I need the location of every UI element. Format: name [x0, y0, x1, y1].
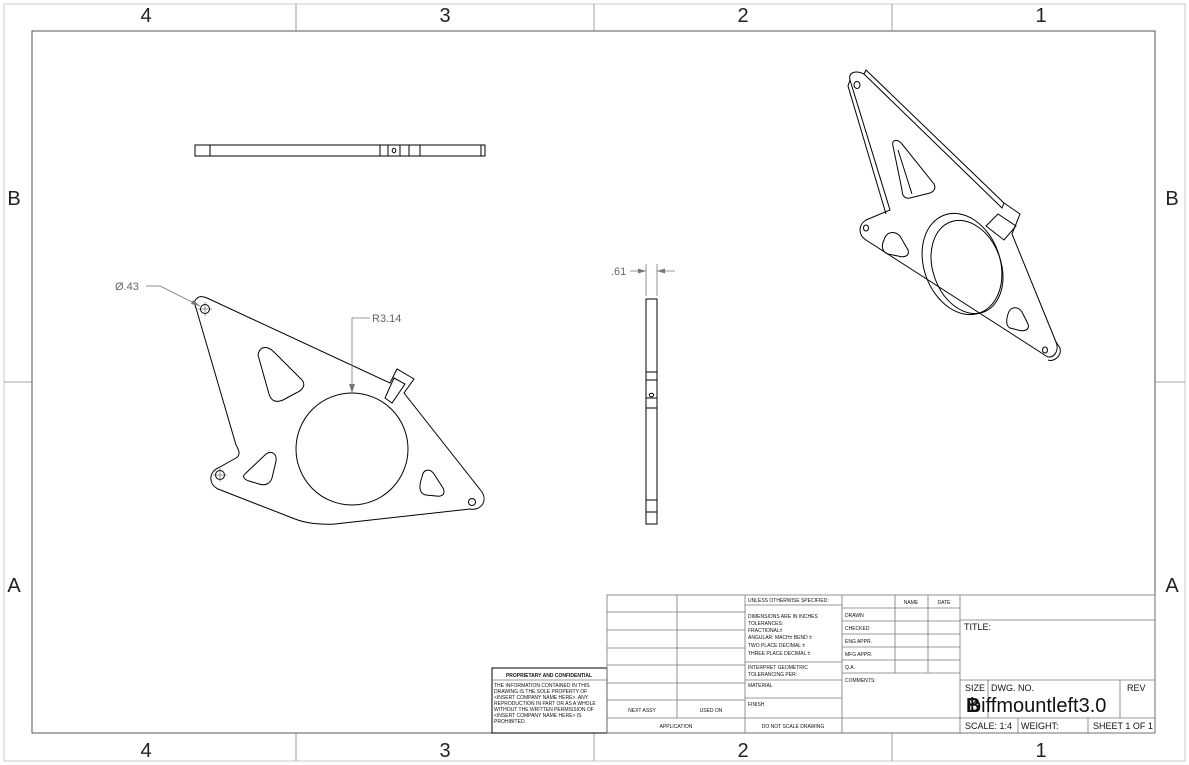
hole-top-left [198, 302, 212, 316]
interpret-label: TOLERANCING PER: [748, 672, 797, 678]
tolerance-line: TOLERANCES: [748, 621, 783, 627]
next-assy-label: NEXT ASSY [628, 708, 656, 714]
zone-label-bottom-1: 1 [1035, 740, 1046, 762]
proprietary-line: PROHIBITED. [494, 719, 526, 725]
pocket-lower-right [419, 469, 445, 497]
sheet-label: SHEET 1 OF 1 [1093, 721, 1153, 731]
proprietary-line: DRAWING IS THE SOLE PROPERTY OF [494, 689, 587, 695]
zone-label-top-4: 4 [140, 5, 151, 27]
outer-border [3, 3, 1186, 762]
used-on-label: USED ON [700, 708, 723, 714]
zone-label-top-3: 3 [439, 5, 450, 27]
proprietary-line: <INSERT COMPANY NAME HERE> IS [494, 713, 582, 719]
tolerance-line: DIMENSIONS ARE IN INCHES [748, 614, 818, 620]
zone-ticks [4, 4, 1185, 761]
hole-bottom-right [468, 498, 476, 506]
pocket-upper [257, 347, 305, 402]
title-label: TITLE: [964, 622, 991, 632]
zone-labels-bottom: 4 3 2 1 [140, 740, 1046, 762]
side-view: .61 [611, 264, 675, 525]
proprietary-line: REPRODUCTION IN PART OR AS A WHOLE [494, 701, 596, 707]
drawn-label: DRAWN [845, 613, 864, 619]
zone-label-top-2: 2 [737, 5, 748, 27]
proprietary-line: WITHOUT THE WRITTEN PERMISSION OF [494, 707, 594, 713]
finish-label: FINISH [748, 702, 765, 708]
zone-label-bottom-2: 2 [737, 740, 748, 762]
proprietary-line: THE INFORMATION CONTAINED IN THIS [494, 683, 590, 689]
proprietary-block: PROPRIETARY AND CONFIDENTIAL THE INFORMA… [491, 667, 608, 734]
zone-label-right-b: B [1165, 188, 1178, 210]
dwg-no-label: DWG. NO. [991, 683, 1034, 693]
isometric-view [847, 69, 1061, 361]
hole-diameter-dimension: Ø.43 [115, 281, 139, 293]
zone-label-left-a: A [7, 575, 21, 597]
title-block [606, 594, 1156, 734]
qa-label: Q.A. [845, 665, 855, 671]
date-header: DATE [938, 600, 952, 606]
proprietary-line: <INSERT COMPANY NAME HERE>. ANY [494, 695, 589, 701]
zone-labels-side: B A B A [7, 188, 1179, 597]
zone-label-bottom-4: 4 [140, 740, 151, 762]
main-bore [295, 392, 409, 506]
tolerance-line: FRACTIONAL± [748, 628, 783, 634]
proprietary-title: PROPRIETARY AND CONFIDENTIAL [506, 673, 592, 679]
scale-label: SCALE: 1:4 [965, 721, 1012, 731]
zone-labels-top: 4 3 2 1 [140, 5, 1046, 27]
bracket-outline [194, 296, 485, 525]
thickness-dimension: .61 [611, 266, 626, 278]
front-view: Ø.43 R3.14 [115, 281, 485, 525]
weight-label: WEIGHT: [1021, 721, 1059, 731]
title-block-text: NEXT ASSY USED ON APPLICATION UNLESS OTH… [628, 598, 1153, 731]
material-label: MATERIAL [748, 683, 773, 689]
radius-dimension: R3.14 [372, 313, 401, 325]
unless-specified-label: UNLESS OTHERWISE SPECIFIED: [748, 598, 829, 604]
hole-bottom-left [213, 468, 227, 482]
tolerance-line: THREE PLACE DECIMAL ± [748, 651, 811, 657]
zone-label-left-b: B [7, 188, 20, 210]
size-value: B [966, 695, 980, 717]
zone-label-top-1: 1 [1035, 5, 1046, 27]
comments-label: COMMENTS: [845, 678, 876, 684]
size-label: SIZE [965, 683, 985, 693]
top-view [194, 144, 486, 157]
application-label: APPLICATION [660, 724, 693, 730]
mfg-appr-label: MFG APPR. [845, 652, 872, 658]
pocket-lower-left [243, 451, 277, 486]
zone-label-right-a: A [1165, 575, 1179, 597]
interpret-label: INTERPRET GEOMETRIC [748, 665, 808, 671]
tolerance-line: TWO PLACE DECIMAL ± [748, 643, 805, 649]
eng-appr-label: ENG APPR. [845, 639, 872, 645]
name-header: NAME [904, 600, 919, 606]
tolerance-line: ANGULAR: MACH± BEND ± [748, 635, 812, 641]
do-not-scale-label: DO NOT SCALE DRAWING [762, 724, 825, 730]
rev-label: REV [1127, 683, 1146, 693]
zone-label-bottom-3: 3 [439, 740, 450, 762]
checked-label: CHECKED [845, 626, 870, 632]
drawing-number: biffmountleft3.0 [970, 695, 1106, 717]
